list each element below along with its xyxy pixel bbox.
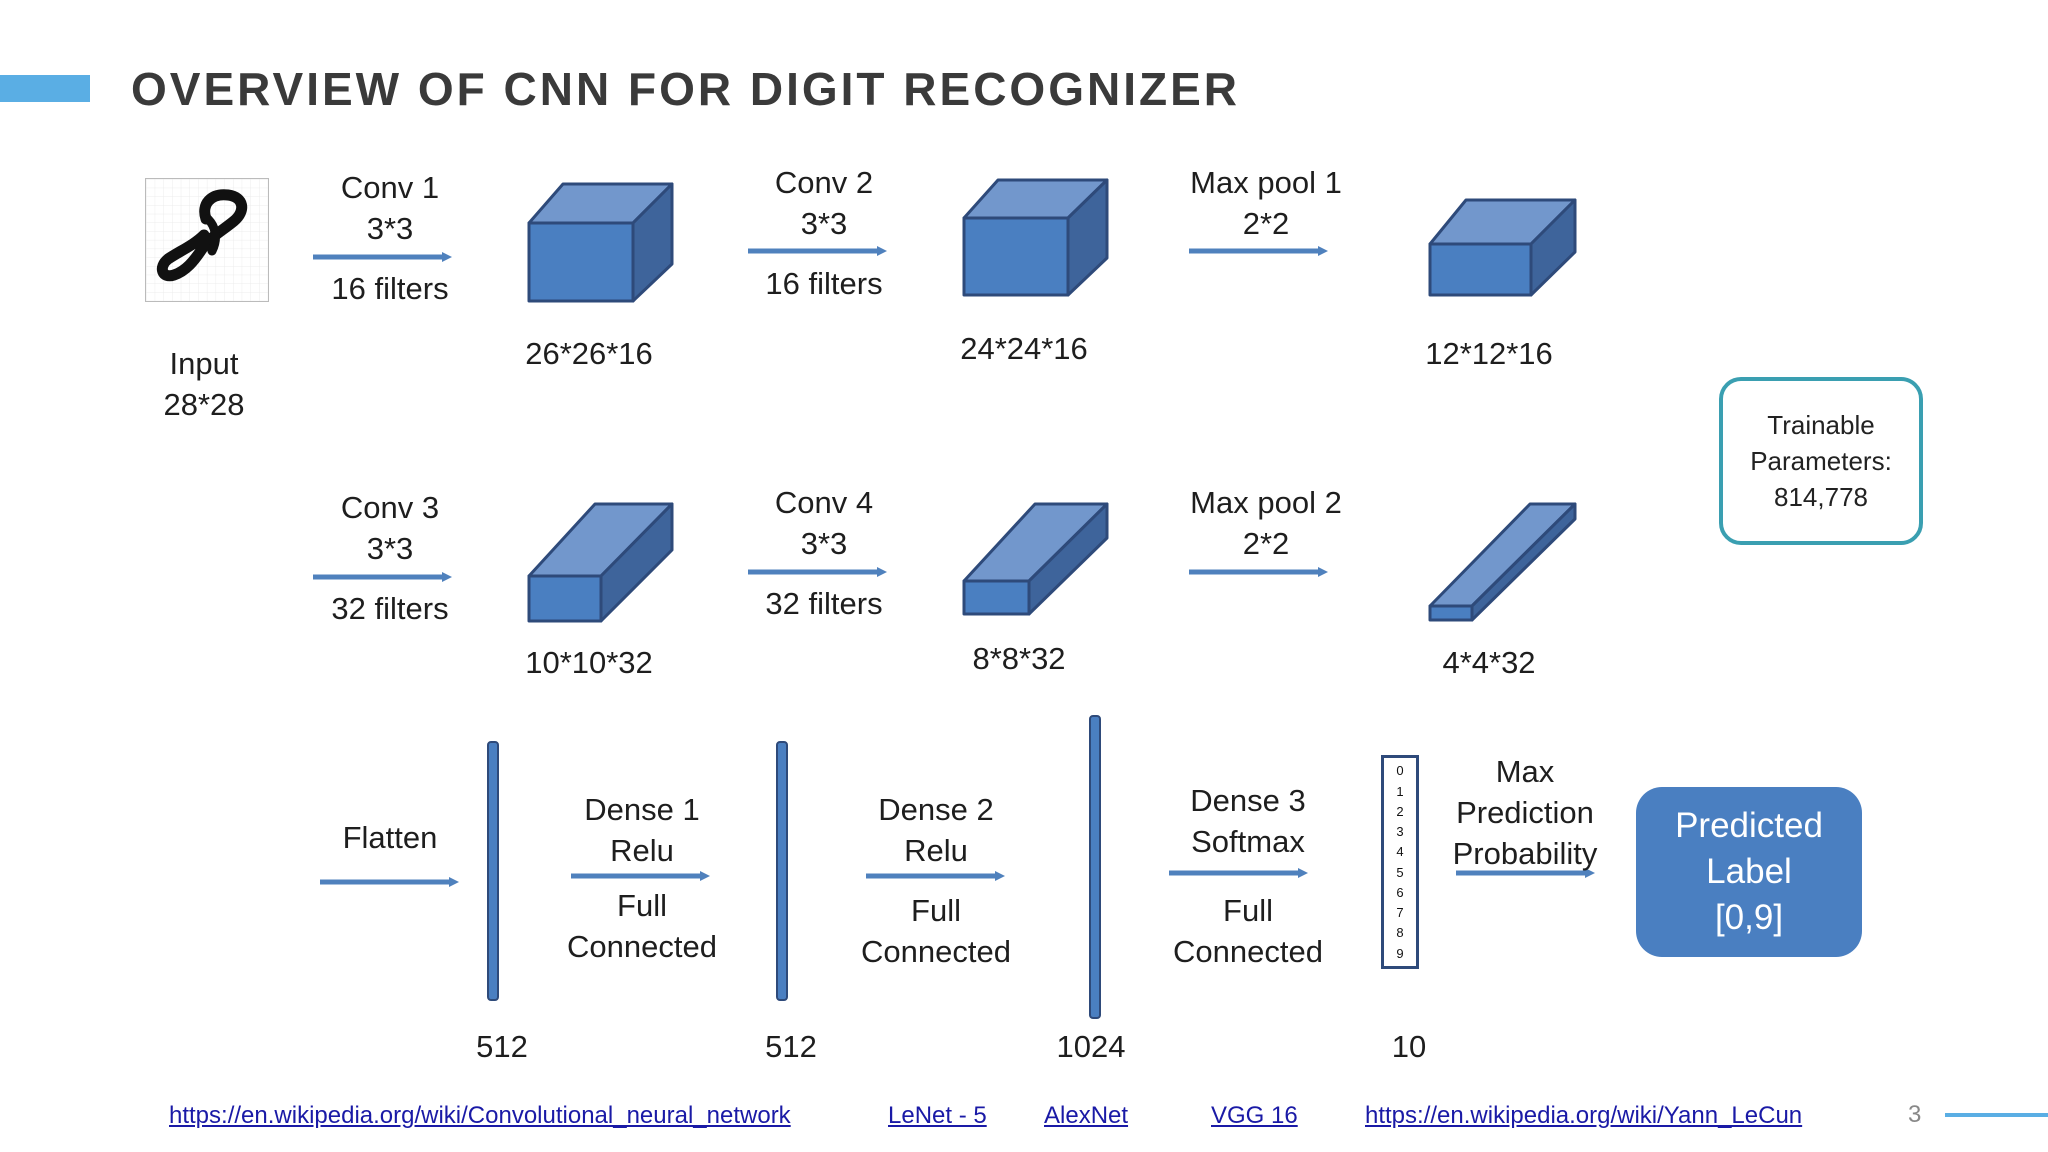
- link-wiki-lecun[interactable]: https://en.wikipedia.org/wiki/Yann_LeCun: [1365, 1102, 1803, 1129]
- dim-26x26x16: 26*26*16: [525, 336, 653, 371]
- dense-bars: [487, 715, 1101, 1019]
- link-alexnet[interactable]: AlexNet: [1044, 1102, 1129, 1129]
- size-1024: 1024: [1056, 1029, 1126, 1064]
- title-accent-bar: [0, 75, 90, 102]
- input-digit-image: [145, 178, 269, 302]
- size-10: 10: [1391, 1029, 1427, 1064]
- volume-24x24x16: [962, 178, 1109, 297]
- arrows: [313, 246, 1595, 887]
- volume-8x8x32: [962, 502, 1109, 616]
- size-512-a: 512: [476, 1029, 528, 1064]
- volumes: [527, 178, 1577, 623]
- dim-8x8x32: 8*8*32: [972, 641, 1066, 676]
- bar-flatten-512: [487, 741, 499, 1001]
- dim-12x12x16: 12*12*16: [1425, 336, 1553, 371]
- page-number: 3: [1908, 1101, 1922, 1128]
- link-wiki-cnn[interactable]: https://en.wikipedia.org/wiki/Convolutio…: [169, 1102, 791, 1129]
- dim-4x4x32: 4*4*32: [1442, 645, 1536, 680]
- footer-accent-line: [1945, 1113, 2048, 1117]
- label-flatten: Flatten: [342, 820, 438, 855]
- volume-26x26x16: [527, 182, 674, 303]
- page-title: OVERVIEW OF CNN FOR DIGIT RECOGNIZER: [131, 63, 1240, 115]
- volume-12x12x16: [1428, 198, 1577, 297]
- bar-dense1-512: [776, 741, 788, 1001]
- dim-10x10x32: 10*10*32: [525, 645, 653, 680]
- dim-24x24x16: 24*24*16: [960, 331, 1088, 366]
- volume-4x4x32: [1428, 502, 1577, 622]
- bar-dense2-1024: [1089, 715, 1101, 1019]
- link-vgg16[interactable]: VGG 16: [1211, 1102, 1298, 1129]
- link-lenet5[interactable]: LeNet - 5: [888, 1102, 987, 1129]
- volume-10x10x32: [527, 502, 674, 623]
- size-512-b: 512: [765, 1029, 817, 1064]
